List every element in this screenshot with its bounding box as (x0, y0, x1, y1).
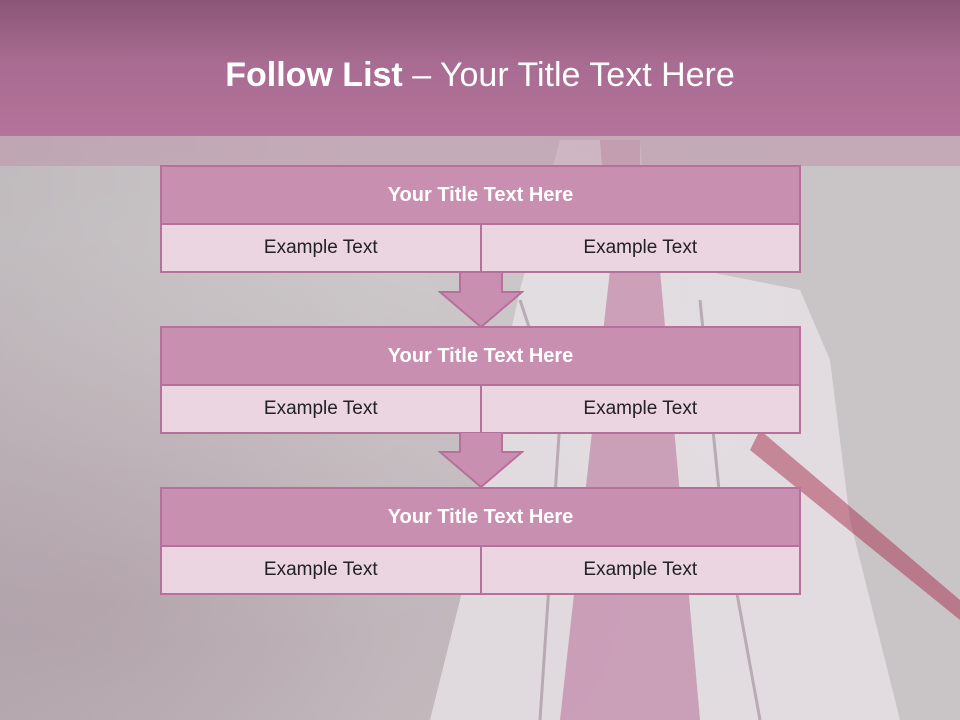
list-block-cell-right: Example Text (479, 386, 800, 432)
slide-header (0, 0, 960, 136)
list-block-2: Your Title Text Here Example Text Exampl… (160, 326, 801, 434)
list-block-row: Example Text Example Text (162, 386, 799, 432)
list-block-title: Your Title Text Here (162, 328, 799, 386)
list-block-cell-left: Example Text (263, 559, 378, 580)
slide-title: Follow List – Your Title Text Here (0, 52, 960, 98)
down-arrow-icon (438, 272, 524, 328)
down-arrow-icon (438, 432, 524, 488)
list-block-row: Example Text Example Text (162, 547, 799, 593)
list-block-3: Your Title Text Here Example Text Exampl… (160, 487, 801, 595)
list-block-title: Your Title Text Here (162, 489, 799, 547)
list-block-cell-right: Example Text (479, 547, 800, 593)
list-block-row: Example Text Example Text (162, 225, 799, 271)
list-block-cell-right: Example Text (479, 225, 800, 271)
list-block-title: Your Title Text Here (162, 167, 799, 225)
list-block-cell-left: Example Text (263, 237, 378, 258)
slide-title-bold: Follow List (225, 56, 403, 94)
list-block-cell-left: Example Text (263, 398, 378, 419)
header-strip (0, 136, 960, 166)
list-block-1: Your Title Text Here Example Text Exampl… (160, 165, 801, 273)
slide-title-rest: – Your Title Text Here (402, 56, 735, 94)
